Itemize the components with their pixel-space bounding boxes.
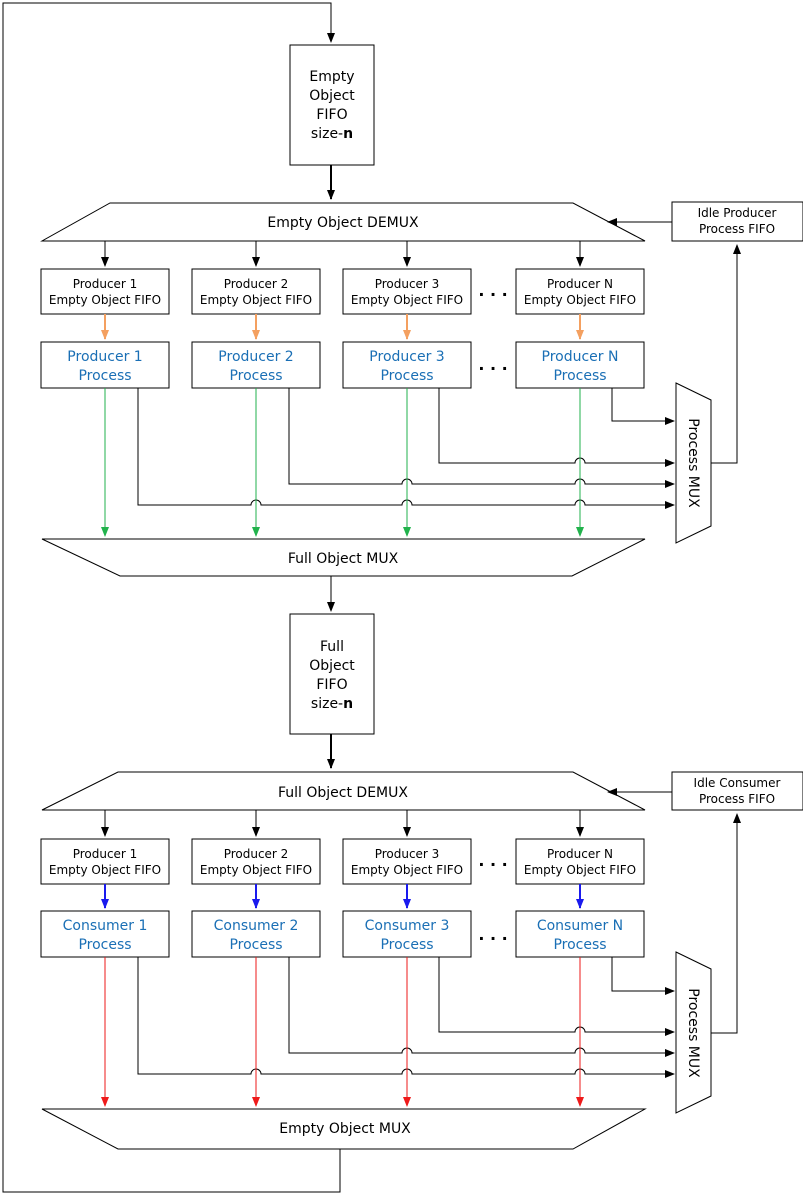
producer-fifo-3: Producer 3 Empty Object FIFO (342, 268, 472, 315)
consumer-fifo-3: Producer 3 Empty Object FIFO (342, 838, 472, 885)
producer-process-1: Producer 1 Process (40, 341, 170, 389)
producer-fifo-ellipsis: · · · (478, 285, 507, 304)
producer-process-n: Producer N Process (515, 341, 645, 389)
producer-process-3-line1: Producer 3 (369, 349, 444, 365)
consumer-fifo-1-line1: Producer 1 (73, 847, 138, 861)
producer-fifo-1-line1: Producer 1 (73, 277, 138, 291)
empty-fifo-line3: FIFO (316, 107, 347, 123)
empty-demux-label: Empty Object DEMUX (267, 215, 419, 231)
process-mux-top-label: Process MUX (685, 418, 701, 508)
feedback-loop-line (2, 2, 341, 1193)
process-mux-bottom: Process MUX (675, 951, 712, 1114)
producer-fifo-n: Producer N Empty Object FIFO (515, 268, 645, 315)
consumer-fifo-1-line2: Empty Object FIFO (49, 863, 161, 877)
empty-fifo-line2: Object (309, 88, 355, 104)
consumer-fifo-n-line1: Producer N (547, 847, 613, 861)
empty-object-mux: Empty Object MUX (41, 1108, 647, 1150)
consumer-process-3: Consumer 3 Process (342, 910, 472, 958)
empty-mux-label: Empty Object MUX (279, 1121, 411, 1137)
consumer-process-ellipsis: · · · (478, 929, 507, 948)
consumer-fifo-2-line2: Empty Object FIFO (200, 863, 312, 877)
producer-process-to-mux-wires (137, 388, 675, 509)
producer-process-2-line2: Process (229, 368, 282, 384)
consumer-process-to-empty-mux-arrows (101, 957, 584, 1107)
idle-consumer-fifo: Idle Consumer Process FIFO (671, 771, 803, 811)
empty-object-demux: Empty Object DEMUX (40, 202, 646, 242)
consumer-fifo-n-line2: Empty Object FIFO (524, 863, 636, 877)
consumer-process-n-line2: Process (553, 937, 606, 953)
producer-process-to-full-mux-arrows (101, 388, 584, 537)
producer-fifo-1-line2: Empty Object FIFO (49, 293, 161, 307)
consumer-process-3-line2: Process (380, 937, 433, 953)
empty-fifo-size-prefix: size- (311, 126, 343, 142)
process-mux-bottom-label: Process MUX (685, 988, 701, 1078)
consumer-fifo-n: Producer N Empty Object FIFO (515, 838, 645, 885)
producer-fifo-to-process-arrows (101, 314, 584, 340)
empty-fifo-size: size-n (311, 126, 353, 142)
consumer-process-n: Consumer N Process (515, 910, 645, 958)
process-mux-top: Process MUX (675, 382, 712, 544)
producer-process-n-line1: Producer N (542, 349, 619, 365)
consumer-process-1-line1: Consumer 1 (63, 918, 148, 934)
producer-fifo-3-line1: Producer 3 (375, 277, 440, 291)
consumer-fifo-3-line2: Empty Object FIFO (351, 863, 463, 877)
full-fifo-size-var: n (343, 696, 353, 712)
consumer-process-1-line2: Process (78, 937, 131, 953)
idle-consumer-line1: Idle Consumer (694, 776, 781, 790)
consumer-process-3-line1: Consumer 3 (365, 918, 450, 934)
consumer-process-2-line2: Process (229, 937, 282, 953)
producer-fifo-n-line2: Empty Object FIFO (524, 293, 636, 307)
demux-to-consumer-fifo-arrows (101, 810, 584, 837)
empty-fifo-size-var: n (343, 126, 353, 142)
process-mux-bottom-to-idle-consumer (711, 813, 741, 1034)
full-fifo-line1: Full (320, 639, 344, 655)
consumer-process-2-line1: Consumer 2 (214, 918, 299, 934)
full-fifo-size: size-n (311, 696, 353, 712)
idle-producer-line1: Idle Producer (698, 206, 777, 220)
producer-process-2: Producer 2 Process (191, 341, 321, 389)
idle-producer-fifo: Idle Producer Process FIFO (671, 201, 803, 242)
producer-process-3: Producer 3 Process (342, 341, 472, 389)
producer-fifo-2-line1: Producer 2 (224, 277, 289, 291)
idle-consumer-line2: Process FIFO (699, 792, 775, 806)
full-fifo-size-prefix: size- (311, 696, 343, 712)
producer-fifo-2: Producer 2 Empty Object FIFO (191, 268, 321, 315)
producer-process-2-line1: Producer 2 (218, 349, 293, 365)
producer-fifo-n-line1: Producer N (547, 277, 613, 291)
producer-process-ellipsis: · · · (478, 359, 507, 378)
empty-fifo-line1: Empty (309, 69, 354, 85)
consumer-fifo-3-line1: Producer 3 (375, 847, 440, 861)
producer-process-1-line1: Producer 1 (67, 349, 142, 365)
consumer-fifo-2: Producer 2 Empty Object FIFO (191, 838, 321, 885)
consumer-process-to-mux-wires (137, 957, 675, 1078)
consumer-fifo-2-line1: Producer 2 (224, 847, 289, 861)
process-mux-top-to-idle-producer (711, 244, 741, 464)
consumer-fifo-to-process-arrows (101, 884, 584, 909)
consumer-fifo-1: Producer 1 Empty Object FIFO (40, 838, 170, 885)
consumer-fifo-ellipsis: · · · (478, 855, 507, 874)
consumer-process-1: Consumer 1 Process (40, 910, 170, 958)
full-mux-label: Full Object MUX (288, 551, 399, 567)
producer-process-1-line2: Process (78, 368, 131, 384)
empty-object-fifo: Empty Object FIFO size-n (289, 44, 375, 166)
full-fifo-line3: FIFO (316, 677, 347, 693)
consumer-process-n-line1: Consumer N (537, 918, 623, 934)
full-object-mux: Full Object MUX (41, 538, 646, 577)
producer-fifo-2-line2: Empty Object FIFO (200, 293, 312, 307)
full-fifo-line2: Object (309, 658, 355, 674)
producer-process-3-line2: Process (380, 368, 433, 384)
producer-fifo-3-line2: Empty Object FIFO (351, 293, 463, 307)
full-demux-label: Full Object DEMUX (278, 785, 408, 801)
demux-to-producer-fifo-arrows (101, 241, 584, 267)
full-object-fifo: Full Object FIFO size-n (289, 613, 375, 735)
producer-process-n-line2: Process (553, 368, 606, 384)
consumer-process-2: Consumer 2 Process (191, 910, 321, 958)
idle-producer-line2: Process FIFO (699, 222, 775, 236)
full-object-demux: Full Object DEMUX (41, 771, 646, 811)
producer-fifo-1: Producer 1 Empty Object FIFO (40, 268, 170, 315)
